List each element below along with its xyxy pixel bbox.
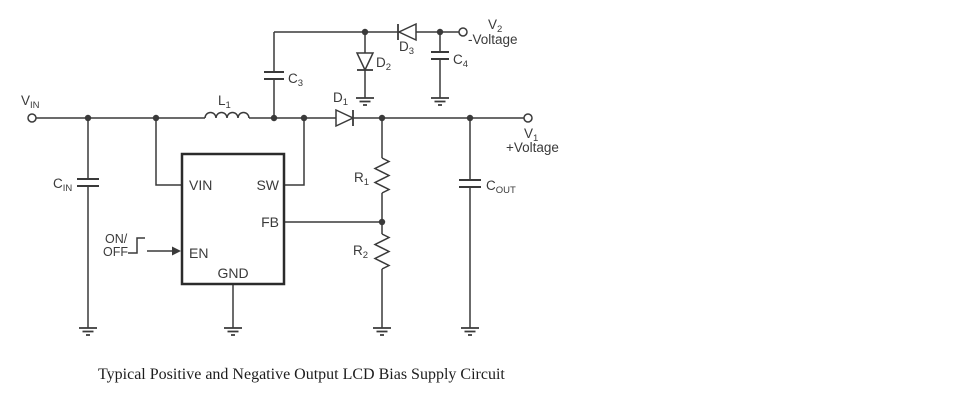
ic-pin-fb: FB [261, 214, 279, 230]
on-label: ON/ [105, 232, 128, 246]
diode-d1: D1 [333, 90, 355, 128]
ic-pin-gnd: GND [217, 265, 248, 281]
cin-ground-symbol [79, 327, 97, 336]
v1-label: V1 [524, 126, 538, 144]
resistor-r1: R1 [354, 118, 391, 222]
cin-label: CIN [53, 176, 72, 194]
c3-label: C3 [288, 71, 303, 89]
ic-pin-sw: SW [256, 177, 279, 193]
step-waveform-icon [128, 237, 145, 254]
vin-terminal: VIN [21, 93, 40, 123]
d3-label: D3 [399, 39, 414, 57]
sw-pin-wire [284, 118, 305, 186]
d2-ground-symbol [356, 97, 374, 106]
c4-ground-symbol [431, 97, 449, 106]
d2-label: D2 [376, 55, 391, 73]
junction-dots [84, 28, 474, 226]
d1-diode-symbol [335, 108, 355, 128]
cout-ground-symbol [461, 327, 479, 336]
ic-body [180, 152, 286, 286]
d1-label: D1 [333, 90, 348, 108]
vin-terminal-label: VIN [21, 93, 40, 111]
vin-terminal-circle [27, 113, 37, 123]
ic-block: VIN SW FB EN GND [180, 152, 286, 336]
capacitor-cout: COUT [459, 118, 516, 336]
en-arrowhead-icon [172, 246, 181, 256]
d2-diode-symbol [355, 52, 375, 72]
cin-capacitor-symbol [77, 178, 99, 187]
inductor-l1: L1 [204, 93, 250, 119]
capacitor-cin: CIN [53, 118, 99, 328]
diode-d2: D2 [355, 32, 391, 106]
r2-resistor-symbol [373, 233, 391, 270]
cout-label: COUT [486, 178, 516, 196]
v2-voltage-label: -Voltage [468, 32, 518, 47]
d3-diode-symbol [397, 22, 417, 42]
l1-coil-symbol [204, 111, 250, 119]
v2-terminal: V2 -Voltage [458, 17, 518, 47]
r2-label: R2 [353, 243, 368, 261]
vin-pin-wire [155, 118, 182, 186]
r1-label: R1 [354, 170, 369, 188]
off-label: OFF [103, 245, 128, 259]
v1-terminal-circle [523, 113, 533, 123]
r2-ground-symbol [373, 327, 391, 336]
c3-capacitor-symbol [264, 71, 284, 80]
l1-label: L1 [218, 93, 231, 111]
capacitor-c3: C3 [264, 32, 303, 118]
c4-capacitor-symbol [431, 51, 449, 60]
diode-d3: D3 [397, 22, 417, 57]
ic-pin-en: EN [189, 245, 208, 261]
v2-label: V2 [488, 17, 502, 35]
v1-terminal: V1 +Voltage [506, 113, 559, 155]
ic-pin-vin: VIN [189, 177, 212, 193]
figure-caption: Typical Positive and Negative Output LCD… [98, 366, 505, 383]
enable-signal: ON/ OFF [103, 232, 181, 259]
capacitor-c4: C4 [431, 32, 468, 106]
resistor-r2: R2 [353, 222, 391, 336]
c4-label: C4 [453, 52, 468, 70]
ic-ground-symbol [224, 327, 242, 336]
cout-capacitor-symbol [459, 179, 481, 188]
v2-terminal-circle [458, 27, 468, 37]
v1-voltage-label: +Voltage [506, 140, 559, 155]
r1-resistor-symbol [373, 157, 391, 194]
